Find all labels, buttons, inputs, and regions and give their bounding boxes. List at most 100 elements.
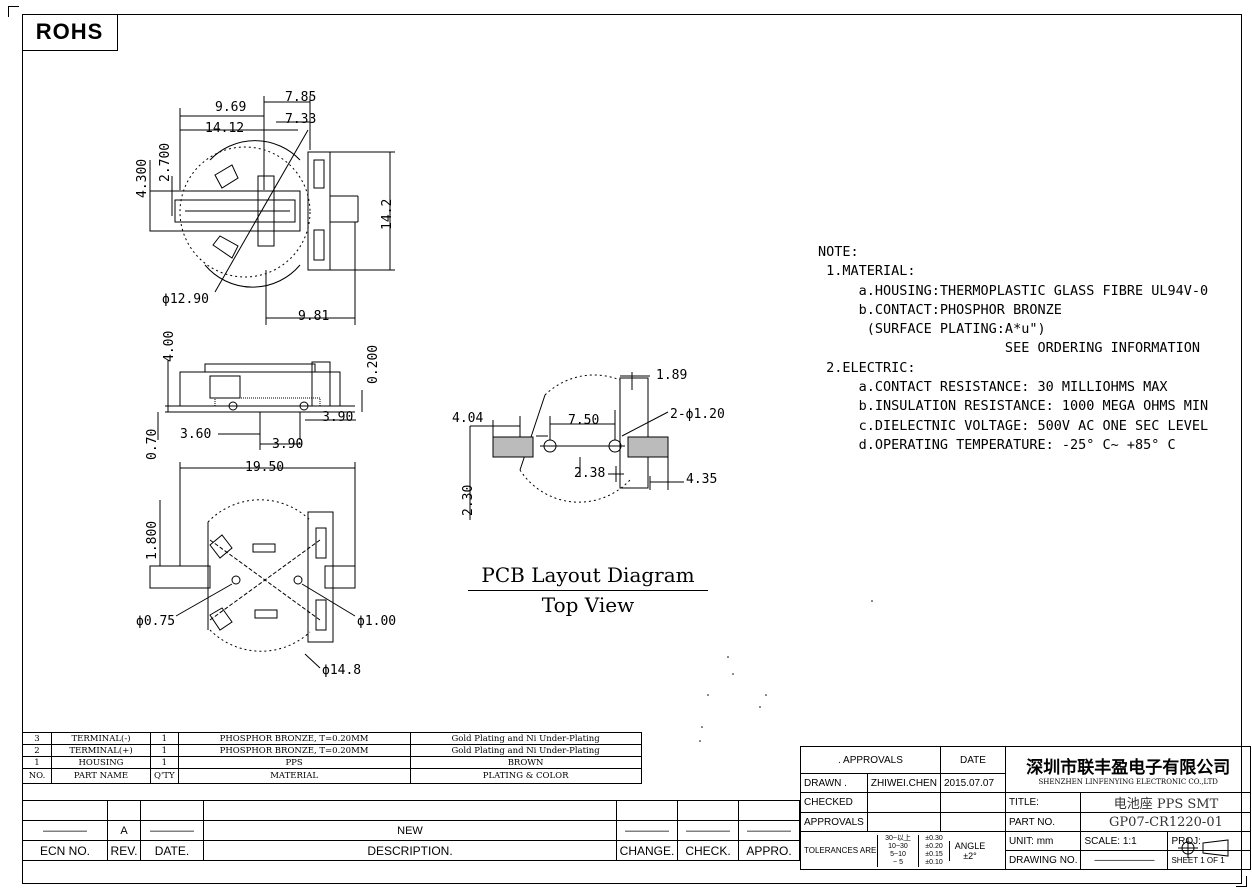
- dim-label: 4.35: [686, 472, 718, 487]
- tol-range: 30~以上: [885, 834, 911, 842]
- approvals-label: APPROVALS: [800, 812, 868, 832]
- bom-no: 3: [22, 732, 52, 745]
- dim-label: 4.00: [162, 330, 177, 362]
- bom-material: PHOSPHOR BRONZE, T=0.20MM: [177, 732, 411, 745]
- rev-ecn: ————: [22, 820, 108, 841]
- dim-label: 3.90: [272, 437, 304, 452]
- bom-part: TERMINAL(+): [51, 744, 151, 757]
- dim-label: 3.60: [180, 427, 212, 442]
- title-value: 电池座 PPS SMT: [1080, 792, 1252, 813]
- table-row: CHECKED TITLE: 电池座 PPS SMT: [800, 792, 1252, 813]
- rev-check: ————: [677, 820, 739, 841]
- drawing-frame: [22, 14, 1242, 884]
- bom-no: 1: [22, 756, 52, 769]
- rev-header-rev: REV.: [107, 840, 141, 861]
- title-block: . APPROVALS DATE 深圳市联丰盈电子有限公司 SHENZHEN L…: [800, 746, 1252, 870]
- notes-block: NOTE: 1.MATERIAL: a.HOUSING:THERMOPLASTI…: [818, 243, 1208, 455]
- checked-date: [939, 792, 1006, 813]
- pcb-layout-view: [469, 372, 684, 520]
- table-row: ———— A ———— NEW ———— ———— ————: [22, 820, 800, 841]
- dim-label: 0.200: [366, 344, 381, 384]
- bom-qty: 1: [150, 744, 179, 757]
- bom-plating: BROWN: [409, 756, 642, 769]
- bottom-view: [149, 462, 356, 669]
- bom-no: 2: [22, 744, 52, 757]
- bom-header-no: NO.: [22, 768, 52, 784]
- table-row: 2 TERMINAL(+) 1 PHOSPHOR BRONZE, T=0.20M…: [22, 744, 642, 757]
- rev-header-ecn: ECN NO.: [22, 840, 108, 861]
- bom-material: PPS: [177, 756, 411, 769]
- drawn-label: DRAWN .: [800, 773, 868, 793]
- approvals-date: [939, 812, 1006, 832]
- table-row: APPROVALS PART NO. GP07-CR1220-01: [800, 812, 1252, 832]
- rev-rev: A: [107, 820, 141, 841]
- bom-qty: 1: [150, 732, 179, 745]
- bom-header-part: PART NAME: [51, 768, 151, 784]
- angle-value: ±2°: [963, 850, 977, 861]
- rev-header-check: CHECK.: [677, 840, 739, 861]
- tol-value: ±0.30: [925, 834, 943, 842]
- table-row: [22, 800, 800, 821]
- note-line: b.INSULATION RESISTANCE: 1000 MEGA OHMS …: [818, 398, 1209, 415]
- dim-label: 4.300: [135, 158, 150, 198]
- dim-label: 9.69: [215, 100, 247, 115]
- part-no-value: GP07-CR1220-01: [1080, 812, 1252, 832]
- rev-desc: NEW: [203, 820, 617, 841]
- tol-value: ±0.15: [925, 850, 943, 858]
- rev-header-desc: DESCRIPTION.: [203, 840, 617, 861]
- dim-label: 0.70: [145, 428, 160, 460]
- bom-part: TERMINAL(-): [51, 732, 151, 745]
- note-line: a.HOUSING:THERMOPLASTIC GLASS FIBRE UL94…: [818, 282, 1209, 299]
- pcb-layout-subtitle: Top View: [541, 593, 635, 617]
- rev-empty: [203, 800, 617, 821]
- top-view: [149, 96, 395, 325]
- table-row: TOLERANCES ARE 30~以上 10~30 5~10 ~ 5 ±0.3…: [800, 831, 1252, 870]
- rev-empty: [107, 800, 141, 821]
- table-row: DRAWING NO. —————— SHEET 1 OF 1: [801, 850, 1252, 870]
- bom-part: HOUSING: [51, 756, 151, 769]
- checked-by: [866, 792, 941, 813]
- bom-material: PHOSPHOR BRONZE, T=0.20MM: [177, 744, 411, 757]
- tol-range: 5~10: [890, 850, 906, 858]
- unit-label: UNIT: mm: [1004, 831, 1082, 851]
- note-line: SEE ORDERING INFORMATION: [818, 340, 1201, 357]
- proj-label: PROJ:: [1167, 831, 1252, 851]
- dim-label: 19.50: [245, 460, 285, 475]
- drawing-no-label: DRAWING NO.: [1004, 850, 1082, 870]
- rev-empty: [738, 800, 800, 821]
- approvals-by: [866, 812, 941, 832]
- dim-label: 7.85: [285, 90, 317, 105]
- note-line: 2.ELECTRIC:: [818, 359, 916, 376]
- dim-label: 2.30: [461, 484, 476, 516]
- drawn-by: ZHIWEI.CHEN: [866, 773, 941, 793]
- note-line: d.OPERATING TEMPERATURE: -25° C~ +85° C: [818, 436, 1176, 453]
- note-line: 1.MATERIAL:: [818, 263, 916, 280]
- dim-label: 7.50: [568, 413, 600, 428]
- rev-appro: ————: [738, 820, 800, 841]
- dim-label: 2.700: [158, 142, 173, 182]
- dim-label: 2-ϕ1.20: [670, 407, 725, 422]
- table-header-row: NO. PART NAME Q'TY MATERIAL PLATING & CO…: [22, 768, 642, 784]
- corner-mark-bottom-right: [1236, 876, 1247, 887]
- tol-range: 10~30: [888, 842, 908, 850]
- dim-label: 14.2: [380, 198, 395, 230]
- note-line: (SURFACE PLATING:A*u"): [818, 321, 1046, 338]
- dim-label: 3.90: [322, 410, 354, 425]
- rev-header-change: CHANGE.: [616, 840, 678, 861]
- date-header: DATE: [939, 746, 1006, 774]
- bom-plating: Gold Plating and Ni Under-Plating: [409, 744, 642, 757]
- rev-change: ————: [616, 820, 678, 841]
- drawing-no-value: ——————: [1080, 850, 1169, 870]
- dim-label: ϕ1.00: [357, 614, 397, 629]
- bom-plating: Gold Plating and Ni Under-Plating: [409, 732, 642, 745]
- note-line: c.DIELECTNIC VOLTAGE: 500V AC ONE SEC LE…: [818, 417, 1209, 434]
- checked-label: CHECKED: [800, 792, 868, 813]
- company-name-en: SHENZHEN LINFENYING ELECTRONIC CO.,LTD: [1038, 778, 1218, 786]
- dim-label: ϕ12.90: [162, 292, 209, 307]
- note-line: b.CONTACT:PHOSPHOR BRONZE: [818, 301, 1062, 318]
- tolerances-label: TOLERANCES ARE: [804, 846, 877, 855]
- bom-header-qty: Q'TY: [150, 768, 179, 784]
- dim-label: 7.33: [285, 112, 317, 127]
- bom-qty: 1: [150, 756, 179, 769]
